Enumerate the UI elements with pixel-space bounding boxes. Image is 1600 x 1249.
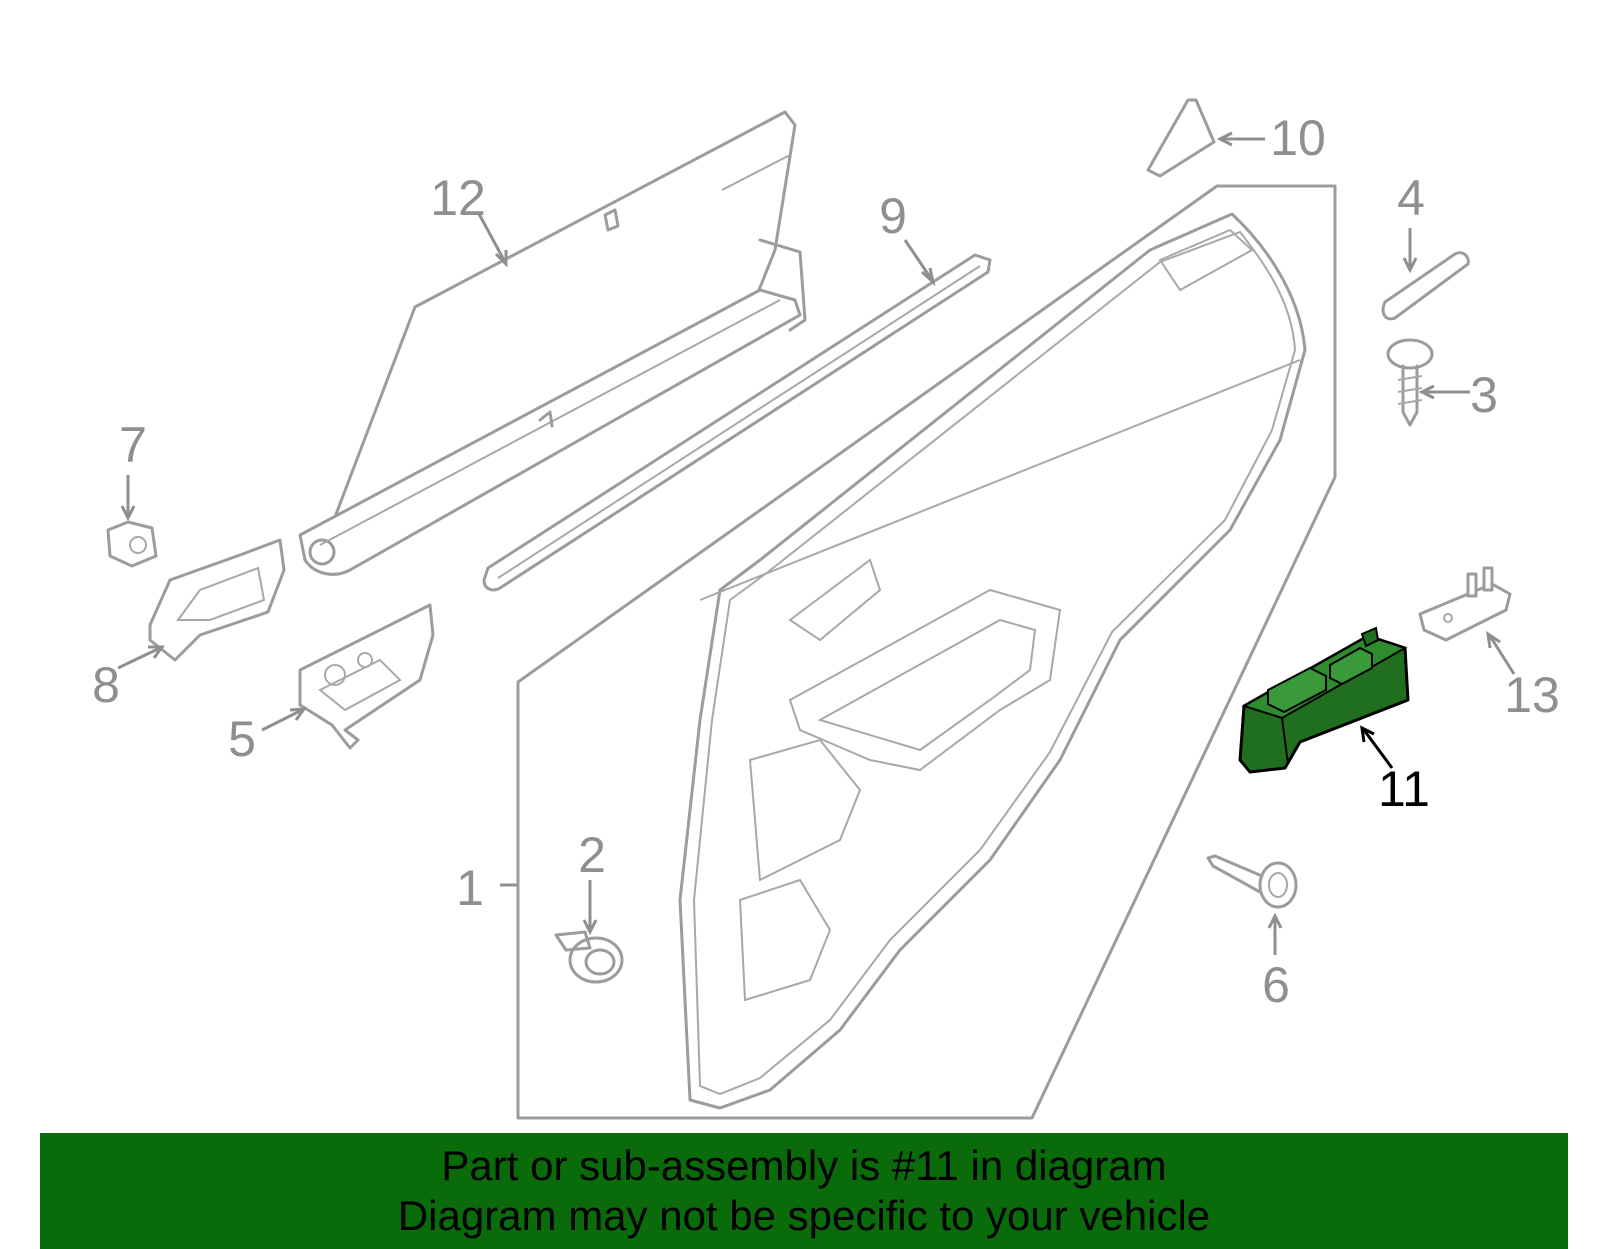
callout-3: 3: [1470, 367, 1498, 423]
part-13-bracket: [1418, 566, 1512, 642]
callout-10: 10: [1270, 110, 1326, 166]
leader-7: [120, 475, 136, 522]
part-11-window-switch: [1238, 626, 1410, 774]
leader-11: [1360, 725, 1394, 769]
leader-2: [582, 880, 598, 936]
banner-line-2: Diagram may not be specific to your vehi…: [397, 1192, 1211, 1239]
callout-4: 4: [1397, 170, 1425, 226]
leader-3: [1418, 384, 1470, 400]
leader-9: [903, 239, 936, 287]
part-4-cover: [1381, 251, 1470, 321]
leader-5: [261, 707, 308, 732]
callout-9: 9: [879, 188, 907, 244]
leader-lines: [117, 131, 1516, 955]
callout-7: 7: [119, 417, 147, 473]
part-7-clip: [106, 520, 158, 568]
part-9-weatherstrip: [482, 253, 992, 592]
callout-labels: 1 2 3 4 5 6 7 8 9 10 11 12 13: [92, 110, 1560, 1013]
leader-4: [1402, 228, 1418, 274]
leader-8: [117, 645, 165, 670]
callout-2: 2: [578, 827, 606, 883]
leader-10: [1216, 131, 1265, 147]
callout-6: 6: [1262, 957, 1290, 1013]
leader-13: [1486, 630, 1516, 675]
leader-12: [476, 211, 508, 268]
part-6-bolt: [1206, 854, 1298, 909]
part-12-window-glass: [298, 110, 807, 576]
callout-5: 5: [228, 711, 256, 767]
part-8-inside-handle: [148, 538, 286, 662]
leader-6: [1267, 912, 1283, 955]
callout-8: 8: [92, 657, 120, 713]
part-5-latch: [298, 603, 435, 750]
part-1-door-trim-panel: [516, 184, 1337, 1120]
callout-1: 1: [456, 860, 484, 916]
part-2-clip: [554, 930, 624, 984]
callout-13: 13: [1504, 667, 1560, 723]
callout-12: 12: [430, 170, 486, 226]
part-10-corner-trim: [1146, 98, 1216, 178]
callout-11: 11: [1378, 761, 1430, 817]
banner-line-1: Part or sub-assembly is #11 in diagram: [441, 1142, 1167, 1189]
info-banner: Part or sub-assembly is #11 in diagram D…: [40, 1133, 1568, 1249]
part-3-screw: [1386, 338, 1434, 427]
